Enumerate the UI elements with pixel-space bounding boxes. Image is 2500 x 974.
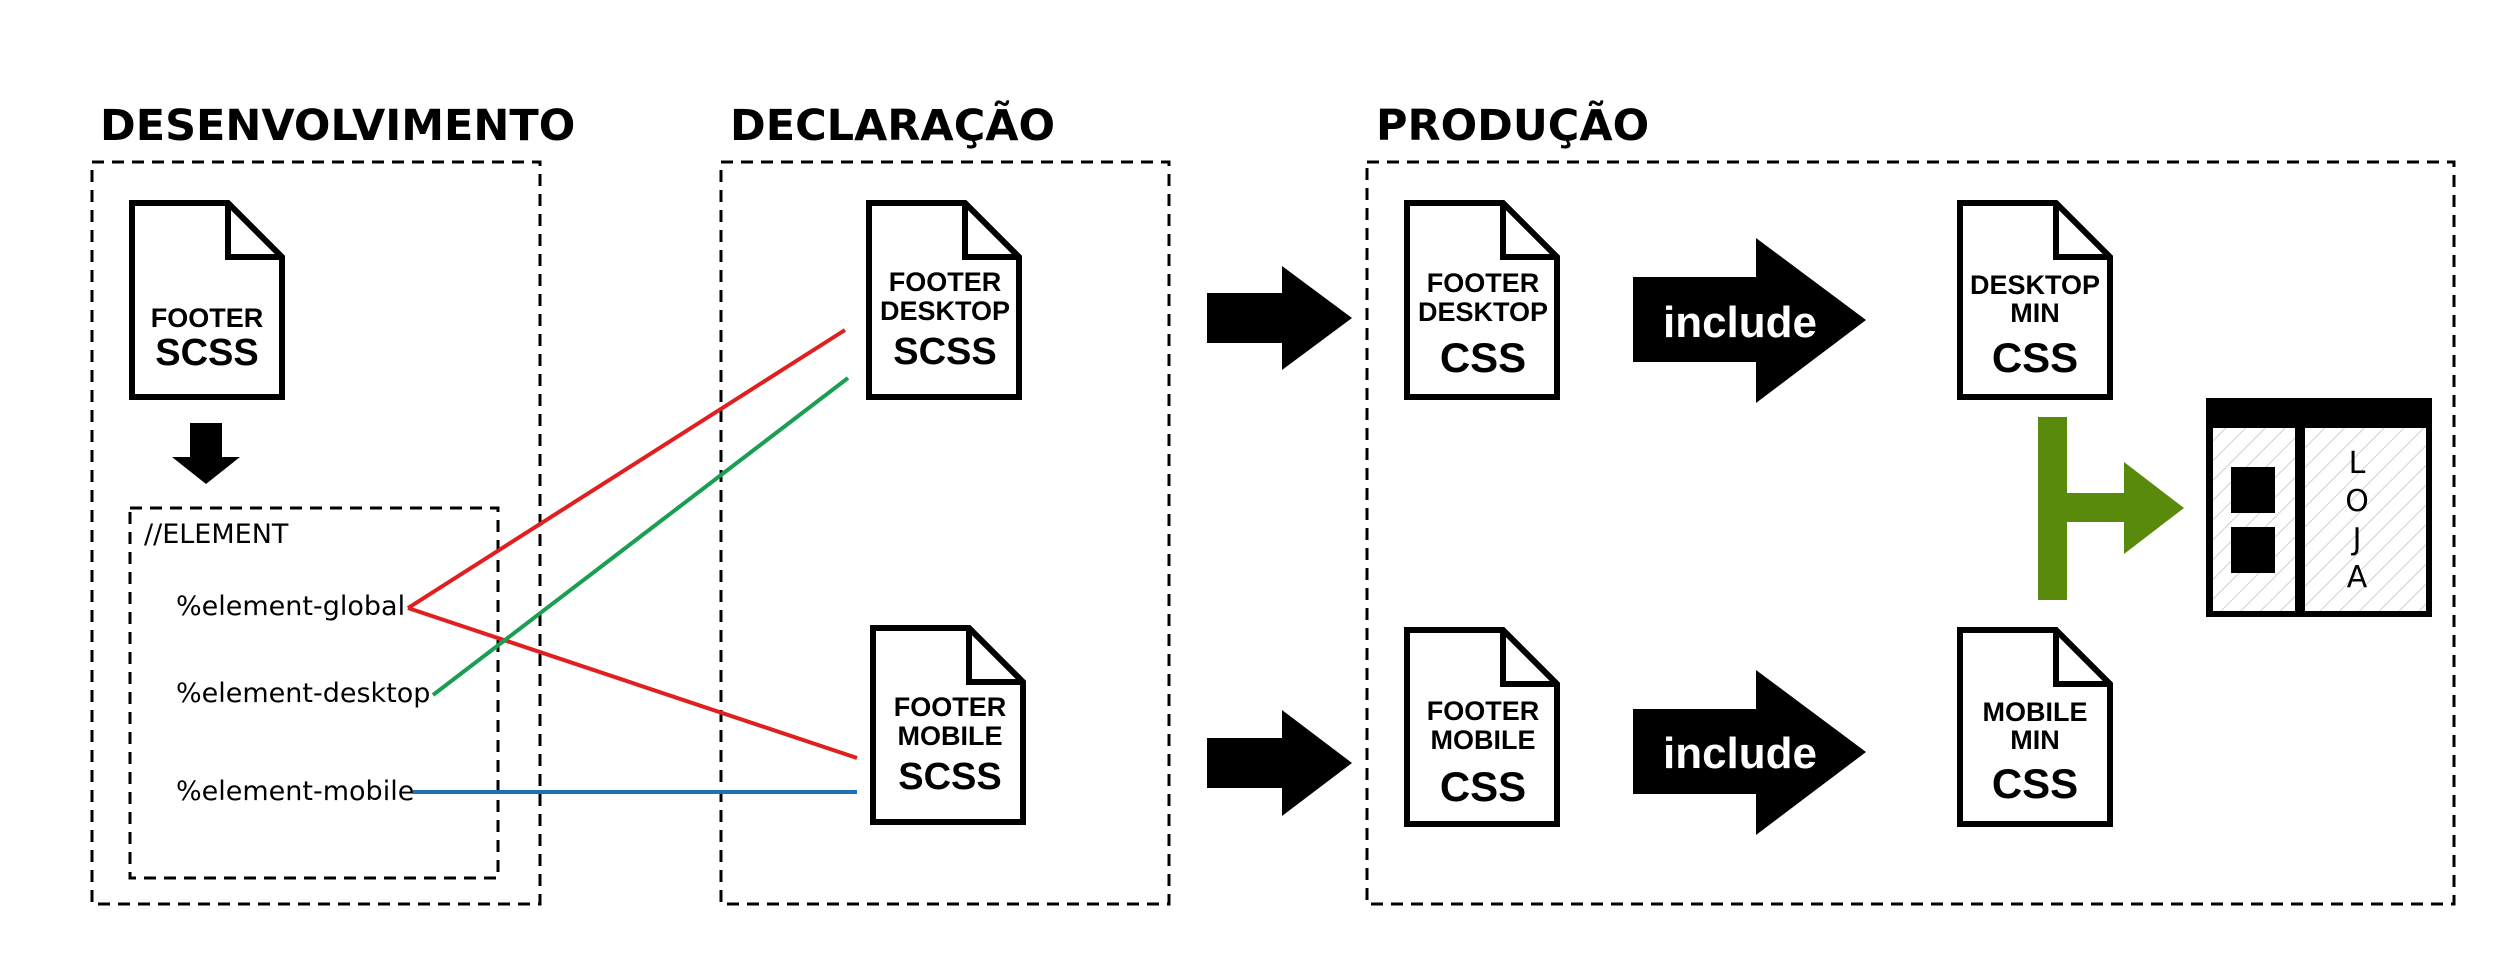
include-arrow-mobile-icon [1633, 670, 1866, 835]
desktop-link-line [431, 376, 850, 697]
include-arrow-desktop-icon [1633, 238, 1866, 403]
footer-mobile-css-file-icon: FOOTER MOBILE CSS [1404, 627, 1560, 827]
footer-mobile-css-line1: FOOTER [1427, 696, 1540, 726]
store-letter-o: O [2345, 484, 2369, 519]
mobile-min-css-file-icon: MOBILE MIN CSS [1957, 627, 2113, 827]
mobile-min-css-line2: MIN [2010, 725, 2060, 755]
footer-desktop-css-line2: DESKTOP [1418, 297, 1548, 327]
footer-desktop-css-ext: CSS [1440, 334, 1526, 381]
mobile-min-css-line1: MOBILE [1983, 697, 2088, 727]
footer-mobile-scss-line2: MOBILE [898, 721, 1003, 751]
store-letter-j: J [2351, 522, 2362, 557]
include-label-mobile: include [1663, 729, 1817, 778]
footer-desktop-css-line1: FOOTER [1427, 268, 1540, 298]
link-lines [406, 328, 858, 794]
include-arrow-desktop: include [1633, 238, 1866, 403]
store-block-top [2231, 467, 2275, 513]
arrow-right-mobile-icon [1207, 710, 1352, 816]
desktop-min-css-ext: CSS [1992, 334, 2078, 381]
section-box-producao [1365, 160, 2456, 906]
footer-desktop-scss-file-icon: FOOTER DESKTOP SCSS [866, 200, 1022, 400]
arrow-right-desktop-icon [1207, 266, 1352, 370]
element-global-label: %element-global [176, 591, 405, 622]
footer-scss-ext: SCSS [155, 332, 258, 374]
footer-mobile-css-line2: MOBILE [1431, 725, 1536, 755]
footer-desktop-scss-line1: FOOTER [889, 267, 1002, 297]
desktop-min-css-line1: DESKTOP [1970, 270, 2100, 300]
section-title-producao: PRODUÇÃO [1376, 100, 1649, 151]
store-window-icon: L O J A [2206, 398, 2432, 617]
footer-scss-line1: FOOTER [151, 303, 264, 333]
global-to-desktop-line [406, 328, 847, 610]
desktop-min-css-file-icon: DESKTOP MIN CSS [1957, 200, 2113, 400]
footer-mobile-scss-ext: SCSS [898, 756, 1001, 798]
down-arrow-icon [172, 423, 240, 484]
section-box-desenvolvimento [90, 160, 542, 906]
store-block-bottom [2231, 527, 2275, 573]
footer-mobile-css-ext: CSS [1440, 763, 1526, 810]
element-group-title: //ELEMENT [144, 519, 289, 550]
store-letter-l: L [2349, 446, 2366, 481]
footer-scss-file-icon: FOOTER SCSS [129, 200, 285, 400]
footer-mobile-scss-file-icon: FOOTER MOBILE SCSS [870, 625, 1026, 825]
store-letter-a: A [2347, 560, 2368, 595]
include-arrow-mobile: include [1633, 670, 1866, 835]
element-group-box [128, 506, 500, 880]
mobile-min-css-ext: CSS [1992, 760, 2078, 807]
element-desktop-label: %element-desktop [176, 678, 430, 709]
store-connector-icon [2038, 417, 2184, 600]
footer-desktop-css-file-icon: FOOTER DESKTOP CSS [1404, 200, 1560, 400]
footer-mobile-scss-line1: FOOTER [894, 692, 1007, 722]
footer-desktop-scss-line2: DESKTOP [880, 296, 1010, 326]
element-mobile-label: %element-mobile [176, 776, 414, 807]
desktop-min-css-line2: MIN [2010, 298, 2060, 328]
global-to-mobile-line [407, 606, 858, 760]
section-title-desenvolvimento: DESENVOLVIMENTO [100, 101, 575, 151]
include-label-desktop: include [1663, 298, 1817, 347]
footer-desktop-scss-ext: SCSS [893, 331, 996, 373]
section-box-declaracao [719, 160, 1171, 906]
section-title-declaracao: DECLARAÇÃO [730, 100, 1055, 151]
